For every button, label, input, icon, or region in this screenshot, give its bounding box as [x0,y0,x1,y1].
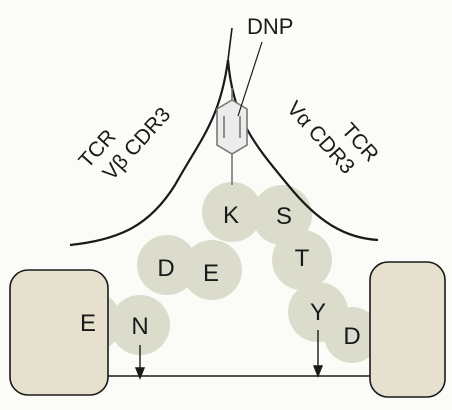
residue-circle-d2 [324,307,380,363]
residue-circle-d1 [137,235,197,295]
residue-circle-n [110,295,170,355]
residue-circle-k [202,182,262,242]
residue-label-e1: E [80,310,96,337]
dnp-ring-outer [216,99,248,155]
left-anchor-block [9,269,109,396]
residue-label-y: Y [310,299,326,326]
residue-label-d1: D [157,255,174,282]
dnp-label: DNP [247,14,293,39]
peptide-residue-circles [62,182,380,363]
arrow-right-head [312,365,324,378]
residue-label-s: S [276,203,292,230]
residue-label-t: T [295,245,310,272]
residue-circle-t [272,230,332,290]
cdr3-tip-stem [227,27,233,61]
residue-circle-e2 [182,240,242,300]
dnp-leader-line [237,41,263,117]
arrow-left-head [134,367,146,380]
residue-label-d2: D [343,323,360,350]
left-tcr-label-group: TCR Vβ CDR3 [75,103,176,185]
residue-circle-s [252,185,312,245]
residue-label-n: N [131,313,148,340]
right-anchor-block [369,261,446,398]
pointer-arrows [134,330,324,380]
peptide-residue-letters: E N D E K S T Y D [80,202,361,350]
residue-label-k: K [223,202,239,229]
residue-label-e2: E [203,260,219,287]
dnp-ring [216,88,248,185]
right-tcr-label-group: TCR Vα CDR3 [282,97,383,179]
